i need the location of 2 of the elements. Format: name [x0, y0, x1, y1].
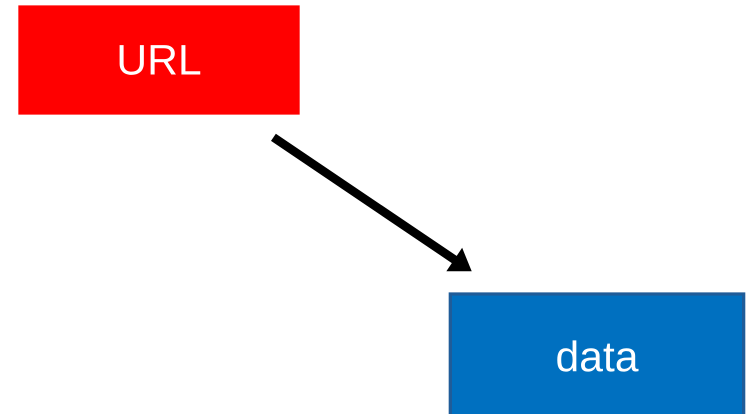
- text-box: URL: [18, 5, 300, 115]
- text-box: data: [448, 292, 746, 414]
